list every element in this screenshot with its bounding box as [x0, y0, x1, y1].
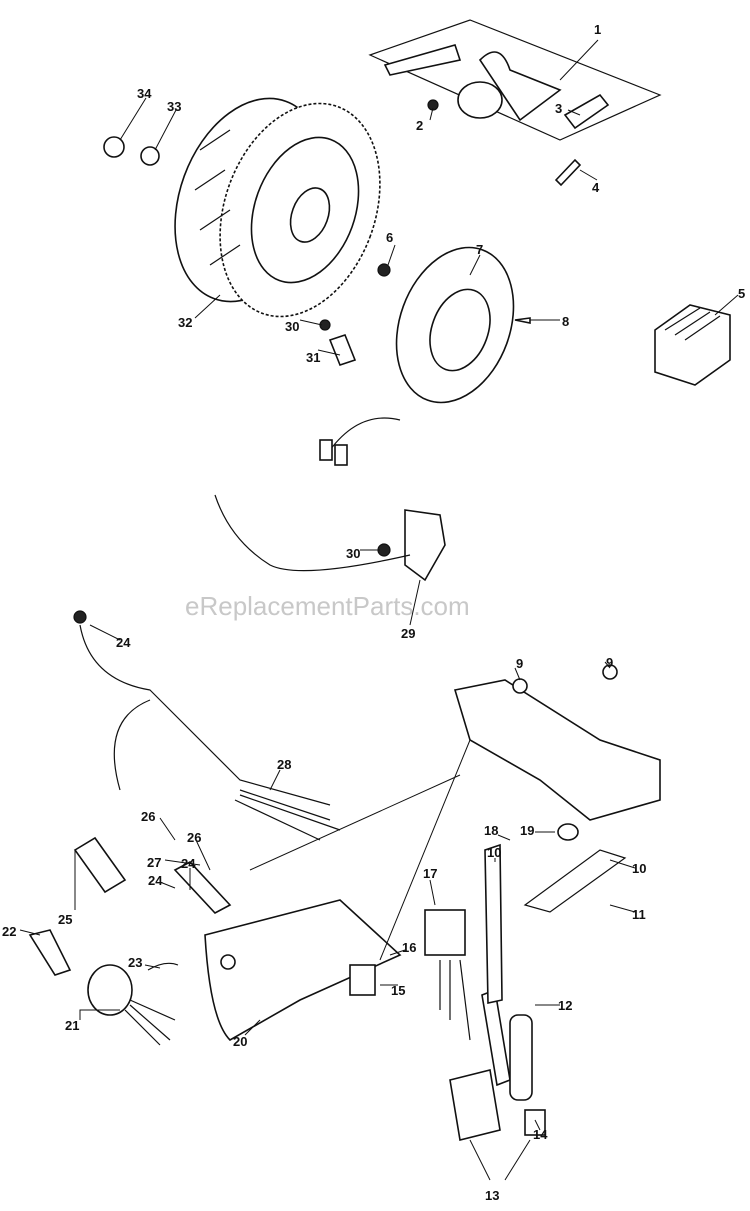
callout-26: 26 [141, 809, 155, 824]
callout-16: 16 [402, 940, 416, 955]
callout-12: 12 [558, 998, 572, 1013]
starter-panel-part [147, 899, 402, 1041]
ignition-module-part [214, 494, 446, 582]
callout-5: 5 [738, 286, 745, 301]
callout-11: 11 [632, 907, 646, 922]
callout-4: 4 [592, 180, 600, 195]
callout-32: 32 [178, 315, 192, 330]
callout-10b: 10 [632, 861, 646, 876]
callout-22: 22 [2, 924, 16, 939]
callout-9: 9 [516, 656, 523, 671]
flywheel-part [174, 97, 381, 318]
callout-1: 1 [594, 22, 601, 37]
callout-10: 10 [487, 845, 501, 860]
rectifier-part [654, 304, 731, 386]
watermark: eReplacementParts.com [185, 591, 470, 621]
callout-9b: 9 [606, 655, 613, 670]
callout-33: 33 [167, 99, 181, 114]
callout-15: 15 [391, 983, 405, 998]
ignition-coil-part [368, 19, 662, 141]
callout-24: 24 [116, 635, 131, 650]
callout-2: 2 [416, 118, 423, 133]
callout-28: 28 [277, 757, 291, 772]
nut-washer-part [103, 136, 160, 166]
callout-26b: 26 [187, 830, 201, 845]
callout-labels: 1 2 3 4 5 6 7 8 32 30 31 34 33 30 29 24 … [2, 22, 745, 1203]
callout-14: 14 [533, 1127, 548, 1142]
callout-20: 20 [233, 1034, 247, 1049]
bracket-strip-part [484, 843, 503, 1004]
callout-18: 18 [484, 823, 498, 838]
callout-30: 30 [285, 319, 299, 334]
solenoid-part [424, 909, 546, 1141]
stator-part [319, 246, 531, 466]
callout-3: 3 [555, 101, 562, 116]
callout-34: 34 [137, 86, 152, 101]
callout-24c: 24 [148, 873, 163, 888]
spark-plug-part [554, 158, 582, 187]
key-switch-part [28, 929, 176, 1046]
callout-13: 13 [485, 1188, 499, 1203]
leader-lines [19, 39, 739, 1181]
callout-7: 7 [476, 242, 483, 257]
callout-21: 21 [65, 1018, 79, 1033]
callout-8: 8 [562, 314, 569, 329]
callout-31: 31 [306, 350, 320, 365]
sleeve-part [73, 836, 533, 1101]
callout-23: 23 [128, 955, 142, 970]
callout-30b: 30 [346, 546, 360, 561]
callout-29: 29 [401, 626, 415, 641]
callout-24b: 24 [181, 856, 196, 871]
callout-25: 25 [58, 912, 72, 927]
callout-27: 27 [147, 855, 161, 870]
callout-6: 6 [386, 230, 393, 245]
strap-part [523, 849, 627, 913]
wire-harness-part [73, 610, 341, 841]
callout-17: 17 [423, 866, 437, 881]
mounting-bracket-part [453, 664, 661, 841]
callout-19: 19 [520, 823, 534, 838]
